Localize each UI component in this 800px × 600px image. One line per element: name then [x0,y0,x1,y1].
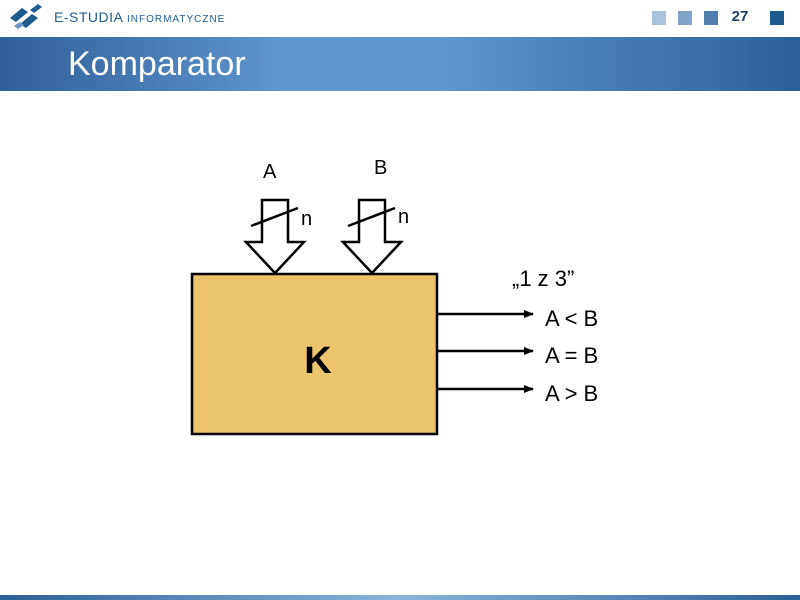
output-label-eq: A = B [545,343,598,368]
bus-width-a-label: n [301,208,312,230]
footer-line [0,595,800,600]
input-b-bus-arrow [340,198,404,275]
output-group-label: „1 z 3” [512,266,574,291]
bus-width-b-label: n [398,206,409,228]
brand-sub-text: INFORMATYCZNE [126,14,226,25]
output-label-gt: A > B [545,381,598,406]
brand-name: E-STUDIA INFORMATYCZNE [54,9,225,25]
input-b-label: B [374,157,387,179]
slide-title: Komparator [68,45,246,83]
comparator-block [190,272,439,436]
output-label-lt: A < B [545,306,598,331]
nav-square-3 [704,11,718,25]
bus-slash-a [250,206,299,228]
nav-square-2 [678,11,692,25]
input-a-label: A [263,161,277,183]
nav-square-4 [770,11,784,25]
page-number: 27 [731,8,749,25]
bus-slash-b [347,206,396,228]
title-bar: Komparator [0,37,800,91]
comparator-block-label: K [304,340,332,382]
header-bar: E-STUDIA INFORMATYCZNE 27 [0,0,800,36]
logo-icon [10,4,42,29]
nav-square-1 [652,11,666,25]
input-a-bus-arrow [243,198,307,275]
brand-main-text: E-STUDIA [54,9,123,25]
